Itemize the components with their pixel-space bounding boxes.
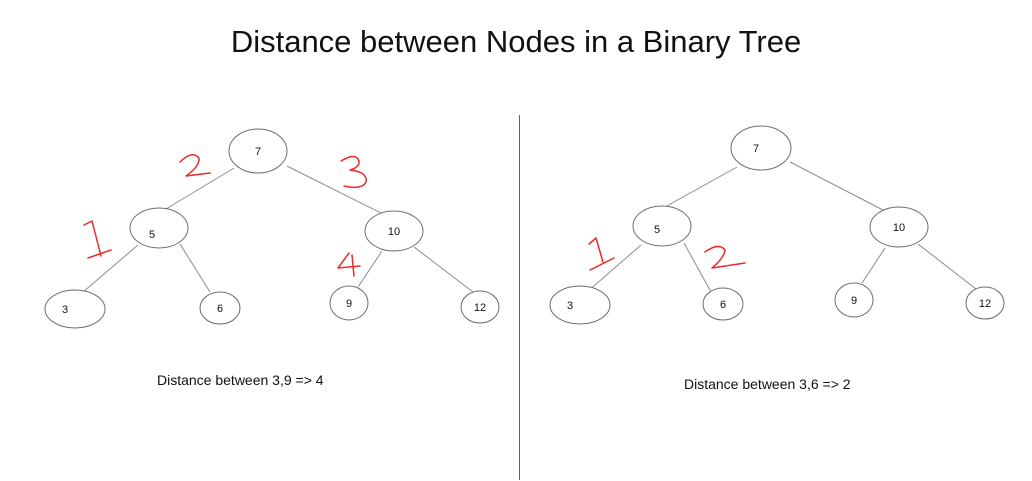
node-label: 5 [149,229,155,241]
edge-10-12 [917,243,977,290]
edge-5-6 [179,243,211,293]
tree-node [364,210,424,252]
edge-10-9 [357,250,383,288]
page-title: Distance between Nodes in a Binary Tree [230,24,802,59]
node-label: 9 [346,298,352,310]
edge-7-10 [789,161,884,211]
tree-node [702,287,744,321]
edge-7-5 [165,167,235,210]
tree-node [228,128,288,174]
right-tree: 7 5 10 3 6 9 12 1 2 [549,125,1005,325]
tree-node [869,206,929,248]
edge-10-12 [413,246,474,293]
left-tree-caption: Distance between 3,9 => 4 [157,372,324,388]
node-label: 6 [217,303,223,315]
edge-7-10 [286,165,384,215]
node-label: 10 [388,226,400,238]
tree-node [834,282,874,318]
left-tree: 7 5 10 3 6 9 12 1 2 3 4 [44,128,500,329]
node-label: 7 [255,146,261,158]
tree-node [730,125,792,171]
path-mark-4: 4 [337,252,361,277]
tree-node [44,289,106,329]
path-mark-1: 1 [83,220,112,259]
node-label: 5 [654,224,660,236]
node-label: 6 [720,299,726,311]
edge-7-5 [664,166,738,208]
tree-node [632,205,692,247]
tree-node [549,285,611,325]
right-tree-caption: Distance between 3,6 => 2 [684,376,851,392]
tree-node [965,286,1005,320]
node-label: 10 [893,222,905,234]
edge-5-6 [683,242,712,293]
path-mark-1: 1 [588,237,615,271]
path-mark-3: 3 [340,155,367,189]
node-label: 12 [474,302,486,314]
node-label: 3 [62,304,68,316]
edge-5-3 [82,244,139,293]
node-label: 12 [979,298,991,310]
divider-line [519,115,520,480]
node-label: 3 [567,300,573,312]
edge-5-3 [586,244,642,293]
edge-10-9 [861,247,886,284]
path-mark-2: 2 [704,245,746,269]
node-label: 7 [753,143,759,155]
node-label: 9 [851,295,857,307]
tree-node [199,291,241,325]
tree-node [329,285,369,321]
path-mark-2: 2 [179,154,211,177]
tree-node [129,207,189,249]
tree-node [460,290,500,324]
